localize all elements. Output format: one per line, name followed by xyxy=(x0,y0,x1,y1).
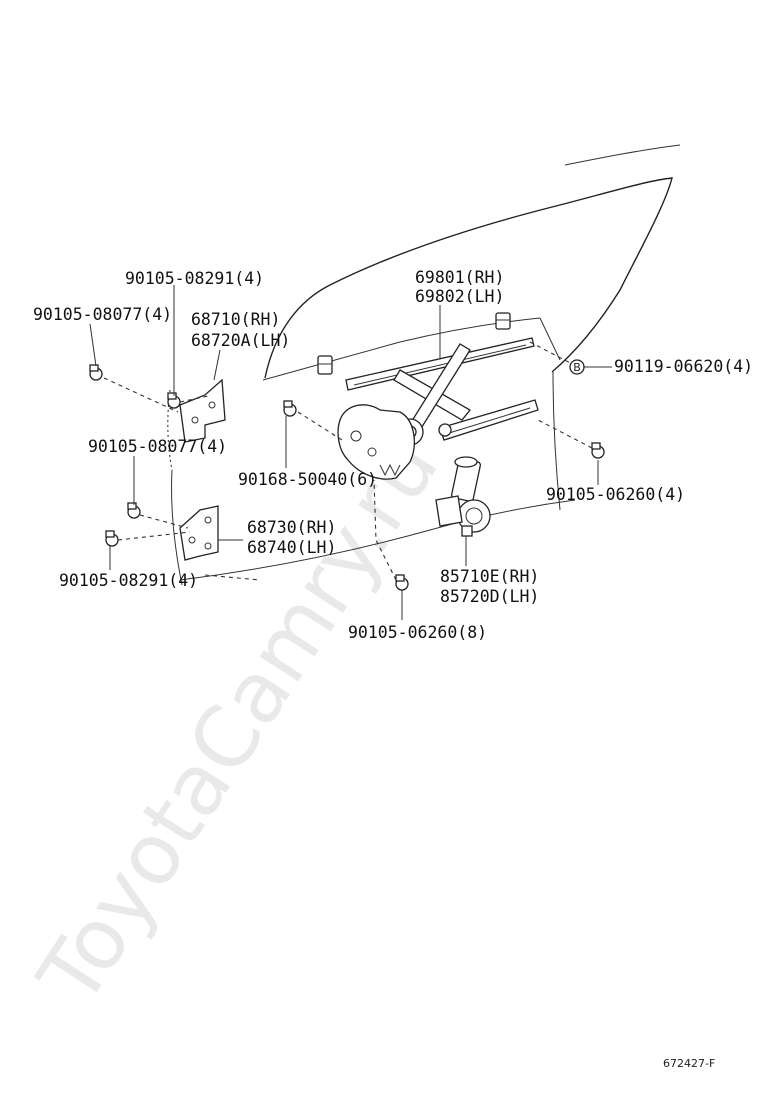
label-bolt-top-b: 90105-08077(4) xyxy=(33,305,172,324)
installation-lines xyxy=(103,341,593,581)
regulator-motor xyxy=(435,456,491,537)
bolt-icon xyxy=(127,502,141,519)
bolt-icon xyxy=(591,442,605,459)
label-bolt-regulator: 90168-50040(6) xyxy=(238,470,377,489)
lower-hinge xyxy=(179,505,219,561)
label-regulator-rh: 69801(RH) xyxy=(415,268,504,287)
marker-b: B xyxy=(569,359,585,375)
label-bolt-b: 90119-06620(4) xyxy=(614,357,753,376)
watermark: ToyotaCamry.ru xyxy=(19,420,457,1022)
glass-clip-left xyxy=(317,355,333,375)
bolt-icon xyxy=(395,574,409,591)
label-bolt-motor-right: 90105-06260(4) xyxy=(546,485,685,504)
label-hinge-upper-rh: 68710(RH) xyxy=(191,310,280,329)
door-glass-outline xyxy=(262,144,681,511)
label-motor-lh: 85720D(LH) xyxy=(440,587,539,606)
figure-code: 672427-F xyxy=(663,1057,715,1070)
label-bolt-bottom-a: 90105-08291(4) xyxy=(59,571,198,590)
door-panel-outline xyxy=(167,389,576,586)
svg-text:B: B xyxy=(573,361,581,374)
bolt-icon xyxy=(105,530,119,547)
leader-lines xyxy=(89,285,612,620)
window-regulator xyxy=(337,337,539,480)
glass-clip-right xyxy=(495,312,511,330)
upper-hinge xyxy=(179,378,226,443)
label-bolt-top-a: 90105-08291(4) xyxy=(125,269,264,288)
bolt-icon xyxy=(283,400,297,417)
bolt-icon xyxy=(89,364,103,381)
label-bolt-mid-a: 90105-08077(4) xyxy=(88,437,227,456)
label-hinge-lower-rh: 68730(RH) xyxy=(247,518,336,537)
label-regulator-lh: 69802(LH) xyxy=(415,287,504,306)
label-motor-rh: 85710E(RH) xyxy=(440,567,539,586)
label-bolt-bottom-b: 90105-06260(8) xyxy=(348,623,487,642)
label-hinge-upper-lh: 68720A(LH) xyxy=(191,331,290,350)
label-hinge-lower-lh: 68740(LH) xyxy=(247,538,336,557)
